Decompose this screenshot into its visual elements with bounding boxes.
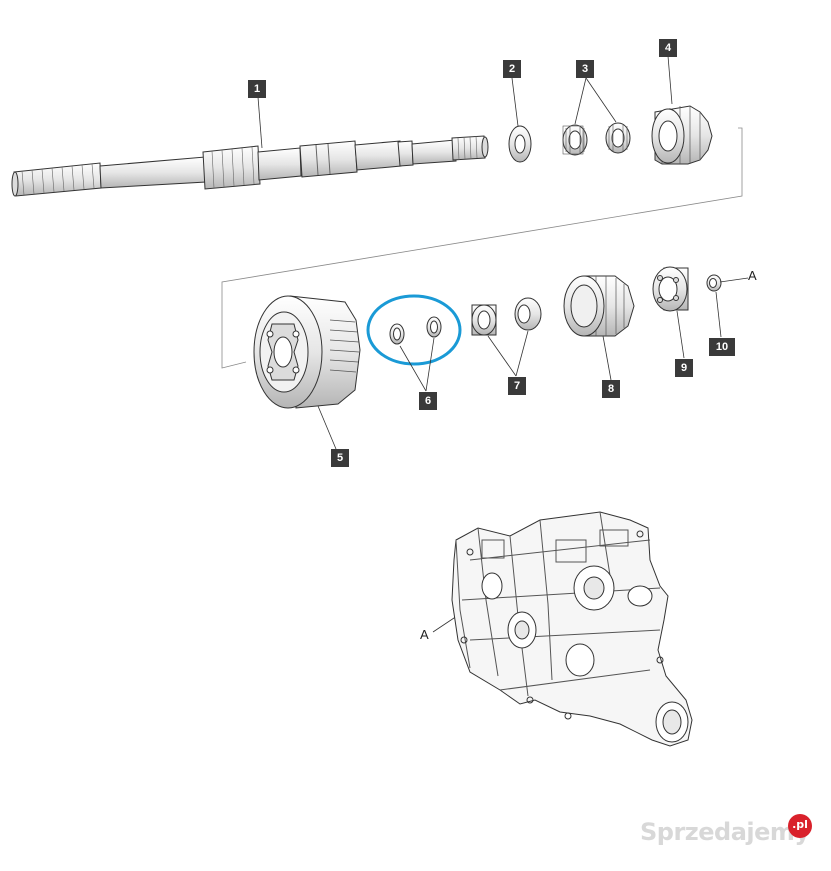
- part-8-gear: [563, 275, 635, 337]
- callout-4: 4: [659, 39, 677, 57]
- assembly-frame-lines: [221, 127, 743, 369]
- watermark-text: Sprzedajemy: [640, 818, 810, 846]
- callout-10: 10: [709, 338, 735, 356]
- highlight-circle: [366, 294, 462, 366]
- part-3-needle-bearings: [562, 122, 631, 156]
- part-9-ball-bearing: [652, 266, 689, 312]
- callout-2: 2: [503, 60, 521, 78]
- reference-letter-a-right: A: [748, 268, 757, 283]
- part-5-clutch-housing: [253, 295, 361, 409]
- callout-3: 3: [576, 60, 594, 78]
- callout-1: 1: [248, 80, 266, 98]
- callout-7: 7: [508, 377, 526, 395]
- reference-letter-a-housing: A: [420, 627, 429, 642]
- callout-5: 5: [331, 449, 349, 467]
- part-4-gear: [651, 105, 713, 165]
- callout-8: 8: [602, 380, 620, 398]
- part-2-washer: [508, 125, 532, 163]
- part-10-bushing: [706, 274, 722, 292]
- callout-6: 6: [419, 392, 437, 410]
- part-7-needle-bearings: [471, 297, 542, 336]
- transmission-housing: [451, 511, 693, 747]
- part-6-rings: [389, 316, 442, 345]
- part-1-shaft: [11, 135, 489, 197]
- callout-9: 9: [675, 359, 693, 377]
- watermark-badge: .pl: [788, 814, 812, 838]
